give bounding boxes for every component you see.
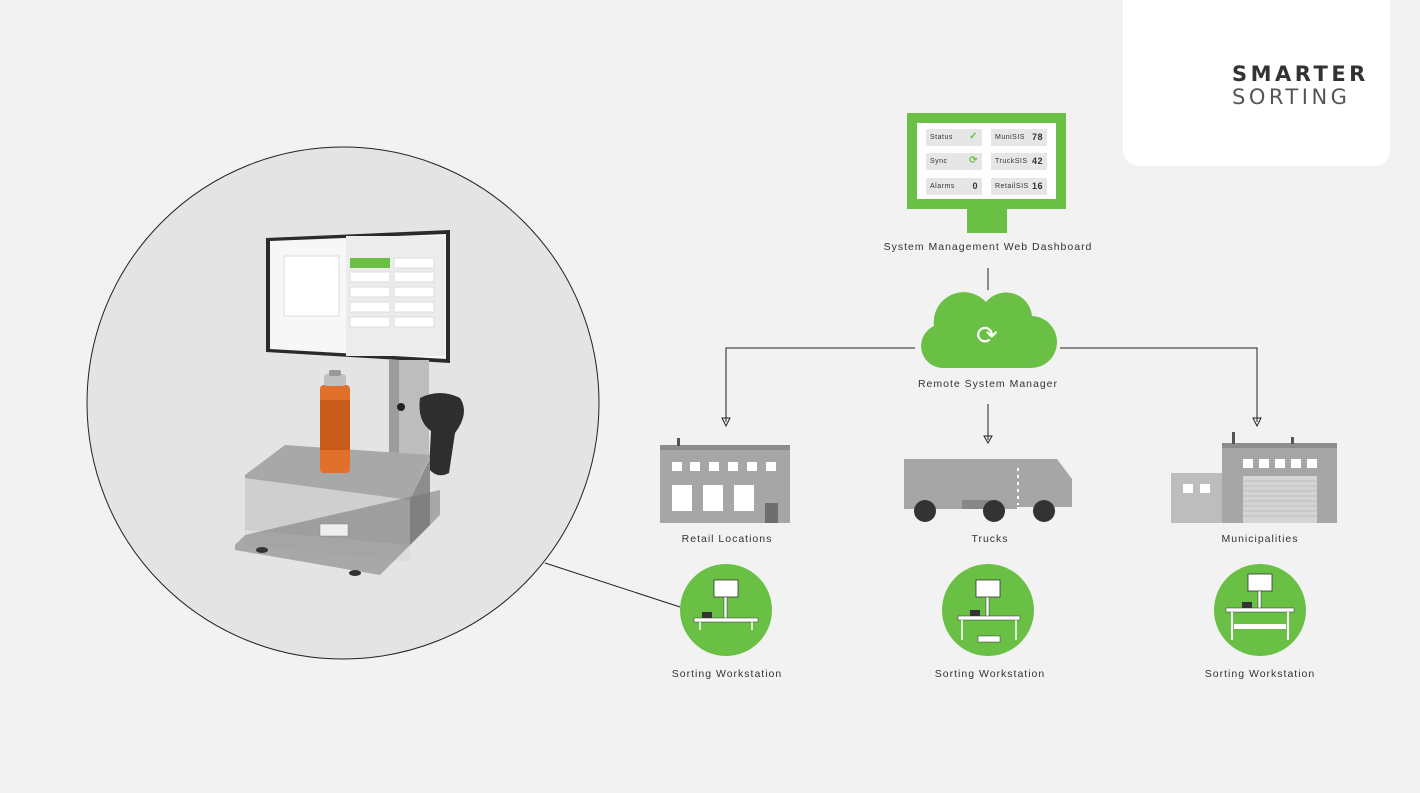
trucks-caption: Trucks	[971, 533, 1009, 545]
tile-label: RetailSIS	[995, 183, 1029, 190]
workstation-badge-retail	[680, 564, 772, 656]
retail-workstation-caption: Sorting Workstation	[671, 668, 783, 680]
dashboard-screen: Status ✓ MuniSIS 78 Sync ⟳ TruckSIS 42 A…	[917, 123, 1056, 199]
logo-card: SMARTER SORTING	[1123, 0, 1390, 166]
cloud-caption: Remote System Manager	[917, 378, 1059, 390]
tile-munisis: MuniSIS 78	[991, 129, 1047, 146]
retail-caption: Retail Locations	[681, 533, 773, 545]
tile-label: TruckSIS	[995, 158, 1028, 165]
monitor-stand	[967, 209, 1007, 233]
tile-alarms: Alarms 0	[926, 178, 982, 195]
logo-text-sorting: SORTING	[1232, 85, 1351, 109]
tile-trucksis: TruckSIS 42	[991, 153, 1047, 170]
tile-label: Sync	[930, 158, 948, 165]
workstation-badge-municipalities	[1214, 564, 1306, 656]
svg-text:⟳: ⟳	[976, 321, 998, 351]
retail-building-icon	[660, 438, 790, 523]
tile-retailsis: RetailSIS 16	[991, 178, 1047, 195]
tile-status: Status ✓	[926, 129, 982, 146]
tile-value: 42	[1031, 156, 1043, 166]
check-icon: ✓	[969, 131, 978, 142]
tile-value: 78	[1031, 132, 1043, 142]
dashboard-caption: System Management Web Dashboard	[883, 241, 1093, 253]
tile-label: Alarms	[930, 183, 955, 190]
municipalities-caption: Municipalities	[1221, 533, 1299, 545]
tile-value: 0	[972, 181, 978, 191]
municipalities-workstation-caption: Sorting Workstation	[1204, 668, 1316, 680]
tile-value: 16	[1031, 181, 1043, 191]
trucks-workstation-caption: Sorting Workstation	[934, 668, 1046, 680]
tile-label: Status	[930, 134, 953, 141]
sync-icon: ⟳	[969, 155, 978, 166]
truck-icon	[904, 459, 1072, 522]
tile-label: MuniSIS	[995, 134, 1025, 141]
workstation-circle	[86, 146, 681, 660]
workstation-product	[235, 230, 464, 576]
cloud-icon: ⟳	[921, 292, 1058, 369]
tile-sync: Sync ⟳	[926, 153, 982, 170]
municipality-building-icon	[1171, 432, 1337, 523]
workstation-badge-trucks	[942, 564, 1034, 656]
logo-text-smarter: SMARTER	[1232, 62, 1369, 86]
dashboard-monitor: Status ✓ MuniSIS 78 Sync ⟳ TruckSIS 42 A…	[907, 113, 1066, 209]
